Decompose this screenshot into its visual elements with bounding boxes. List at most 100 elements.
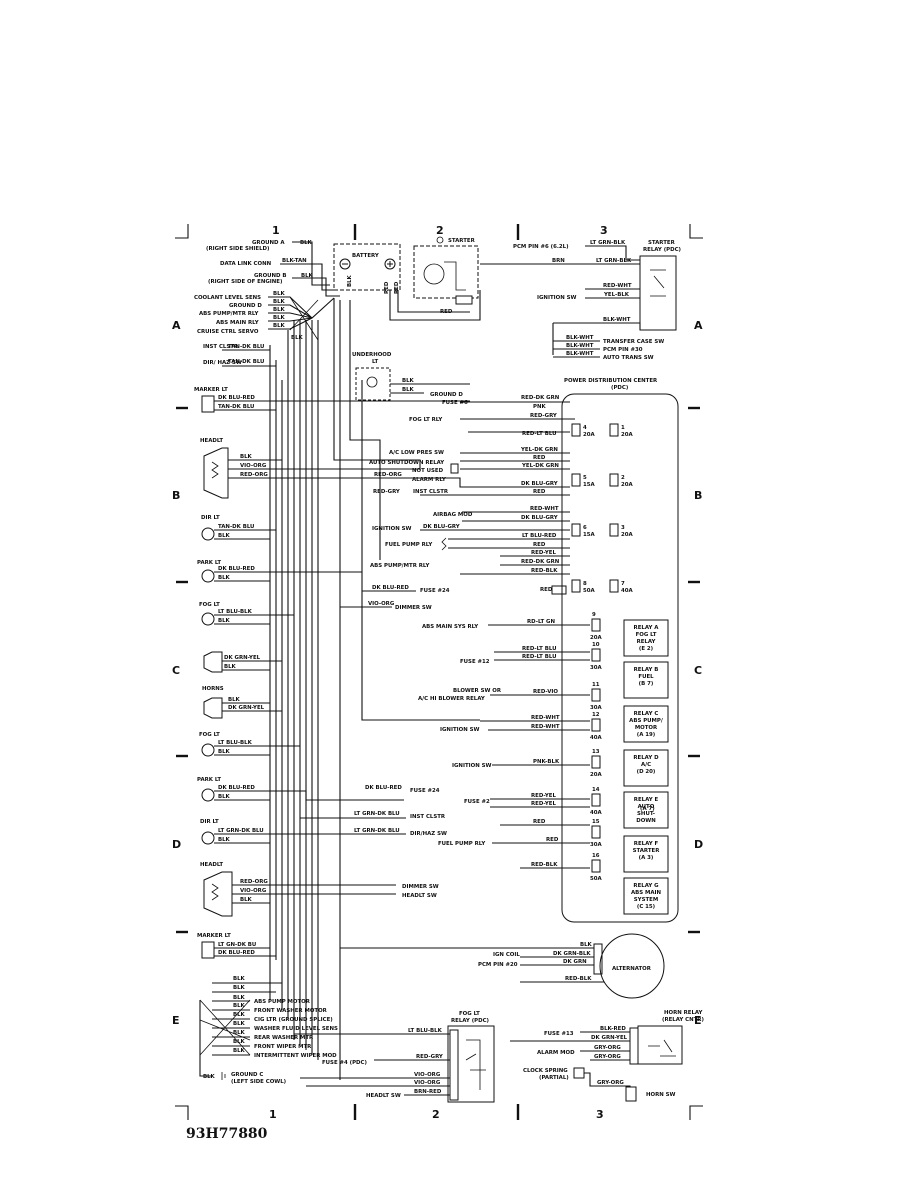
alt-wire-dk-grn: DK GRN [563, 959, 587, 965]
pdc-relay-text: RELAY F [634, 841, 659, 847]
bottom-splice: BLK BLK BLK BLK BLK BLK BLK BLK BLK ABS … [199, 976, 338, 1085]
splice-wire-3: BLK [273, 307, 286, 313]
fuse-24b-label: FUSE #24 [410, 788, 440, 794]
marker-lower-wire-2: DK BLU-RED [218, 950, 255, 956]
splice-wire-1: BLK [273, 291, 286, 297]
row-label-b: B [172, 489, 180, 502]
clock-wire-gry-org: GRY-ORG [597, 1080, 624, 1086]
pdc-fuse-amp: 50A [583, 588, 596, 594]
pdc-fuse-body [591, 755, 601, 769]
fuse-4-label: FUSE #4 (PDC) [322, 1060, 367, 1066]
auto-shutdown-label: AUTO SHUTDOWN RELAY [369, 460, 444, 466]
inst-clstr-wire-red-gry: RED-GRY [373, 489, 400, 495]
horn-sw-label: HORN SW [646, 1092, 676, 1098]
pdc-fuse-number: 13 [592, 749, 600, 755]
dir-lt-upper-wire-blk: BLK [218, 533, 231, 539]
airbag-mod-label: AIRBAG MOD [433, 512, 473, 518]
relay-e-loc: (A 7) [640, 806, 655, 812]
data-link-label: DATA LINK CONN [220, 261, 272, 267]
mid-wire-red-wht: RED-WHT [530, 506, 559, 512]
mid-wire-red-dk-grn2: RED-DK GRN [521, 559, 560, 565]
battery-wire-red2: RED [394, 281, 400, 294]
pdc-fuse-amp: 40A [621, 588, 634, 594]
pdc-fuse-number: 1 [621, 425, 625, 431]
document-id: 93H77880 [186, 1126, 268, 1142]
pdc-fuse-body [571, 579, 581, 593]
bot-wire-blk-7: BLK [233, 1030, 246, 1036]
pdc-relay-box [623, 705, 669, 743]
mid-wire-red-2: RED [533, 489, 546, 495]
splice-wire-4: BLK [273, 315, 286, 321]
top-section: GROUND A (RIGHT SIDE SHIELD) BLK DATA LI… [206, 236, 681, 361]
park-lt-upper-lamp [201, 569, 215, 583]
pcm-pin-6-label: PCM PIN #6 (6.2L) [513, 244, 569, 250]
starter-wire-yel-blk: YEL-BLK [603, 292, 630, 298]
mid-wire-red-lt-blu: RED-LT BLU [522, 431, 556, 437]
dir-lt-lower-wire-blk: BLK [218, 837, 231, 843]
fog-lt-lower-lamp [201, 743, 215, 757]
pdc-fuse-number: 7 [621, 581, 625, 587]
row-label-c-right: C [694, 664, 702, 677]
pdc-fuse-body [591, 718, 601, 732]
pdc-relay-text: ABS PUMP/ [629, 718, 663, 724]
bot-load-4: WASHER FLUID LEVEL SENS [254, 1026, 338, 1032]
horn-relay-loc: (RELAY CNTR) [662, 1017, 704, 1023]
headlt-lower-lamp [203, 871, 233, 917]
mid-wire-dk-blu-gry: DK BLU-GRY [521, 481, 558, 487]
fog-lt-upper-wire: LT BLU-BLK [218, 609, 253, 615]
battery-box [333, 243, 401, 291]
splice-wire-5: BLK [273, 323, 286, 329]
ign-wire-dk-blu-gry: DK BLU-GRY [423, 524, 460, 530]
horn-relay-section: HORN RELAY (RELAY CNTR) FUSE #13 BLK-RED… [510, 1010, 704, 1102]
park-lt-label-lower: PARK LT [197, 777, 221, 783]
pdc-relay-text: (D 20) [637, 769, 656, 775]
fog-relay-loc: RELAY (PDC) [451, 1018, 489, 1024]
pdc-relay-text: AUTO [638, 804, 655, 810]
fog-lt-upper-wire-blk: BLK [218, 618, 231, 624]
pdc-fuse-number: 14 [592, 787, 600, 793]
headlt-lower-wire-red: RED-ORG [240, 879, 268, 885]
row-label-e: E [172, 1014, 180, 1027]
horn-relay-label: HORN RELAY [664, 1010, 703, 1016]
wire-rd-lt-gn: RD-LT GN [527, 619, 555, 625]
col-label-3-bottom: 3 [596, 1108, 604, 1121]
horn-upper [203, 651, 223, 673]
pdc-fuse-amp: 20A [621, 432, 634, 438]
pdc-fuse-amp: 20A [621, 482, 634, 488]
pdc-relay-text: (B 7) [639, 681, 654, 687]
fuse-13-label: FUSE #13 [544, 1031, 574, 1037]
pdc-relay-4: RELAY DA/C(D 20) [623, 749, 669, 787]
pcm-pin-20-label: PCM PIN #20 [478, 962, 518, 968]
fuse-24b-wire: DK BLU-RED [365, 785, 402, 791]
pdc-relay-box [623, 835, 669, 873]
mid-wire-yel-dk-grn: YEL-DK GRN [520, 447, 558, 453]
pdc-fuse-body [571, 523, 581, 537]
horn-sw [625, 1086, 637, 1102]
pdc-relay-text: (A 19) [637, 732, 655, 738]
fog-relay-wire-1: LT BLU-BLK [408, 1028, 443, 1034]
wire-red-lt-blu-1: RED-LT BLU [522, 646, 556, 652]
wire-red-wht-1: RED-WHT [531, 715, 560, 721]
underhood-wire-blk: BLK [402, 378, 415, 384]
fuel-pump-rly-2-label: FUEL PUMP RLY [438, 841, 485, 847]
row-label-b-right: B [694, 489, 702, 502]
marker-lt-label: MARKER LT [194, 387, 228, 393]
starter-relay-loc: RELAY (PDC) [643, 247, 681, 253]
alt-wire-red-blk: RED-BLK [565, 976, 592, 982]
pdc-fuse-number: 9 [592, 612, 596, 618]
frame-markers: 1 2 3 1 2 3 A B C D E A B C D E [172, 224, 703, 1121]
splice-load-1: COOLANT LEVEL SENS [194, 295, 261, 301]
park-lt-label-upper: PARK LT [197, 560, 221, 566]
pdc-fuse-body [591, 618, 601, 632]
pdc-fuse-amp: 20A [583, 432, 596, 438]
wire-red-6: RED [546, 837, 559, 843]
wire-pnk-blk: PNK-BLK [533, 759, 560, 765]
